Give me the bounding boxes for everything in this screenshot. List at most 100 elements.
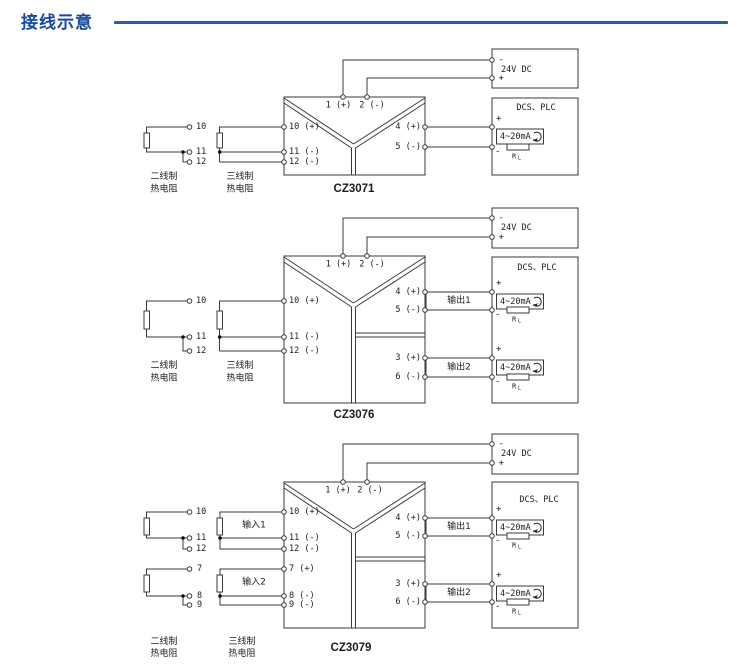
load1-rl-sub: L — [518, 156, 521, 162]
output1-label: 输出1 — [447, 520, 471, 532]
rtd2-label-line2: 热电阻 — [150, 183, 177, 195]
output2-label: 输出2 — [447, 586, 471, 598]
module-output-divider — [355, 556, 425, 562]
load1-rl-sub: L — [518, 319, 521, 325]
title-rule — [114, 21, 728, 24]
terminal-label-4: 4 (+) — [395, 122, 421, 132]
module-model: CZ3079 — [331, 642, 372, 654]
terminal-label-10: 10 (+) — [289, 296, 320, 306]
power-box — [491, 48, 579, 89]
terminal-points — [181, 57, 495, 165]
load2-minus-sign: - — [495, 602, 500, 612]
terminal-label-3: 3 (+) — [395, 353, 421, 363]
rtd2-resistor — [143, 132, 150, 149]
rtd3-label-line2: 热电阻 — [226, 372, 253, 384]
rtd2-terminal-12: 12 — [196, 346, 206, 356]
load1-range-label: 4~20mA — [500, 523, 531, 533]
rtd2-label-line2: 热电阻 — [150, 372, 177, 384]
load2-rl-sub: L — [518, 386, 521, 392]
dcs-plc-label: DCS、PLC — [516, 103, 555, 113]
input2-label: 输入2 — [242, 576, 266, 588]
dcs-box — [491, 256, 579, 404]
diagram-cz3079: 1 (+) 2 (-) 10 (+) 11 (-) 12 (-) 7 (+) 8… — [143, 433, 579, 659]
terminal-label-1: 1 (+) — [326, 260, 352, 270]
load1-plus-sign: + — [496, 279, 502, 289]
load2-plus-sign: + — [496, 345, 502, 355]
load1-range-label: 4~20mA — [500, 297, 531, 307]
terminal-label-3: 3 (+) — [395, 579, 421, 589]
terminal-label-6: 6 (-) — [395, 372, 421, 382]
module-box — [283, 481, 426, 629]
terminal-label-11: 11 (-) — [289, 332, 320, 342]
rtd2-resistor — [143, 310, 150, 330]
dcs-box — [491, 481, 579, 629]
rtd3a-resistor — [216, 517, 223, 536]
load1-range-label: 4~20mA — [500, 132, 531, 142]
terminal-label-2: 2 (-) — [359, 101, 385, 111]
dcs-plc-label: DCS、PLC — [519, 495, 558, 505]
load2-rl-sub: L — [518, 611, 521, 617]
power-box — [491, 433, 579, 475]
load2-plus-sign: + — [496, 571, 502, 581]
rtd2b-terminal-9: 9 — [197, 600, 202, 610]
module-y-divider — [283, 97, 426, 175]
terminal-label-2: 2 (-) — [359, 260, 385, 270]
load1-rl-label: R — [512, 153, 517, 161]
terminal-label-12: 12 (-) — [289, 157, 320, 167]
load1-resistor — [506, 306, 530, 314]
rtd2b-terminal-7: 7 — [197, 564, 202, 574]
input2-box — [219, 568, 285, 597]
load2-resistor — [506, 373, 530, 381]
load2-resistor — [506, 598, 530, 606]
terminal-points — [181, 441, 495, 608]
terminal-label-10: 10 (+) — [289, 122, 320, 132]
power-neg-sign: - — [499, 439, 504, 449]
terminal-label-12: 12 (-) — [289, 346, 320, 356]
rtd2-label-line1: 二线制 — [150, 359, 177, 371]
rtd3-label-line2: 热电阻 — [228, 647, 255, 659]
rtd2-terminal-10: 10 — [196, 296, 206, 306]
rtd3-label-line1: 三线制 — [226, 359, 253, 371]
rtd2a-resistor — [143, 517, 150, 536]
terminal-label-5: 5 (-) — [395, 142, 421, 152]
terminal-label-1: 1 (+) — [326, 101, 352, 111]
module-box — [283, 96, 426, 176]
load1-minus-sign: - — [495, 536, 500, 546]
output1-label: 输出1 — [447, 294, 471, 306]
module-model: CZ3071 — [334, 183, 376, 195]
rtd2-terminal-11: 11 — [196, 147, 206, 157]
rtd2b-resistor — [143, 574, 150, 593]
power-label: 24V DC — [501, 223, 532, 233]
dcs-plc-label: DCS、PLC — [517, 263, 556, 273]
module-output-divider — [355, 332, 425, 338]
load1-minus-sign: - — [495, 147, 500, 157]
rtd2-label-line2: 热电阻 — [150, 647, 177, 659]
load2-rl-label: R — [512, 608, 517, 616]
power-pos-sign: + — [499, 233, 505, 243]
terminal-label-5: 5 (-) — [395, 305, 421, 315]
rtd2-label-line1: 二线制 — [150, 635, 177, 647]
power-neg-sign: - — [499, 213, 504, 223]
rtd3-label-line2: 热电阻 — [226, 183, 253, 195]
rtd2-terminal-12: 12 — [196, 157, 206, 167]
power-label: 24V DC — [501, 65, 532, 75]
module-y-divider — [283, 482, 426, 628]
output2-label: 输出2 — [447, 361, 471, 373]
output1-box — [425, 517, 493, 537]
rtd2-label-line1: 二线制 — [150, 170, 177, 182]
terminal-label-12: 12 (-) — [289, 544, 320, 554]
input1-box — [219, 511, 285, 539]
output2-box — [425, 357, 493, 378]
load2-minus-sign: - — [495, 377, 500, 387]
terminal-label-4: 4 (+) — [395, 513, 421, 523]
output1-box — [425, 291, 493, 311]
rtd2b-terminal-8: 8 — [197, 591, 202, 601]
terminal-label-1: 1 (+) — [325, 486, 351, 496]
input1-label: 输入1 — [242, 519, 266, 531]
power-label: 24V DC — [501, 449, 532, 459]
terminal-label-4: 4 (+) — [395, 287, 421, 297]
rtd3b-resistor — [216, 574, 223, 593]
rtd3-label-line1: 三线制 — [226, 170, 253, 182]
terminal-label-11: 11 (-) — [289, 533, 320, 543]
